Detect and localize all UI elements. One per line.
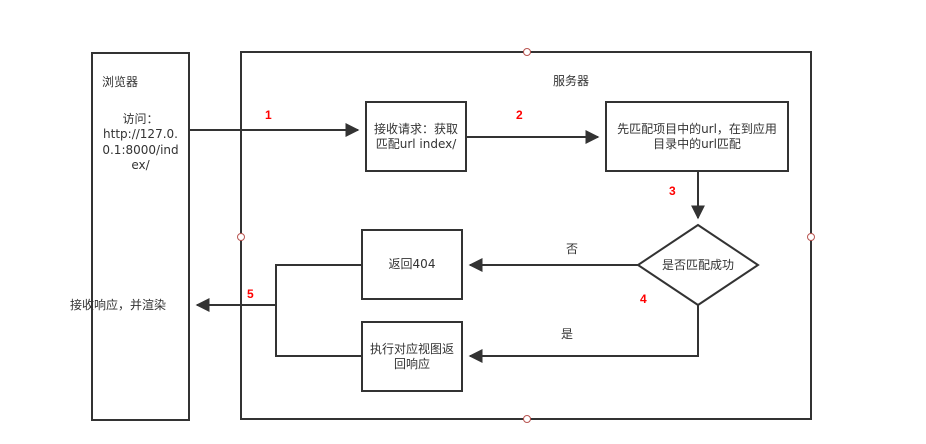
edge-yes[interactable] <box>468 305 699 363</box>
step-number-1: 1 <box>265 108 272 122</box>
server-title: 服务器 <box>552 74 589 88</box>
receive-request-box[interactable] <box>365 101 467 172</box>
step-number-2: 2 <box>516 108 523 122</box>
decision-label: 是否匹配成功 <box>661 257 734 272</box>
browser-title: 浏览器 <box>101 75 138 89</box>
execute-view-label: 执行对应视图返回响应 <box>370 341 455 371</box>
no-label: 否 <box>565 242 578 256</box>
receive-request-label: 接收请求：获取匹配url index/ <box>373 121 458 151</box>
connection-point-top[interactable] <box>523 48 531 56</box>
browser-visit-label: 访问： <box>122 112 159 126</box>
browser-lane[interactable] <box>91 52 190 421</box>
return-404-box[interactable] <box>361 229 463 300</box>
match-url-box[interactable] <box>605 101 789 172</box>
browser-url-line-3: ex/ <box>131 158 150 172</box>
connection-point-bottom[interactable] <box>523 415 531 423</box>
browser-render-label: 接收响应，并渲染 <box>70 298 167 312</box>
yes-label: 是 <box>560 327 573 341</box>
step-number-4: 4 <box>640 292 647 306</box>
browser-url-line-2: 0.1:8000/ind <box>102 143 179 157</box>
edge-404-merge[interactable] <box>275 264 362 357</box>
return-404-label: 返回404 <box>388 257 436 271</box>
browser-url-line-1: http://127.0. <box>103 127 178 141</box>
connection-point-right[interactable] <box>807 233 815 241</box>
step-number-3: 3 <box>669 184 676 198</box>
step-number-5: 5 <box>247 287 254 301</box>
connection-point-left[interactable] <box>237 233 245 241</box>
match-url-label: 先匹配项目中的url，在到应用目录中的url匹配 <box>617 121 777 151</box>
